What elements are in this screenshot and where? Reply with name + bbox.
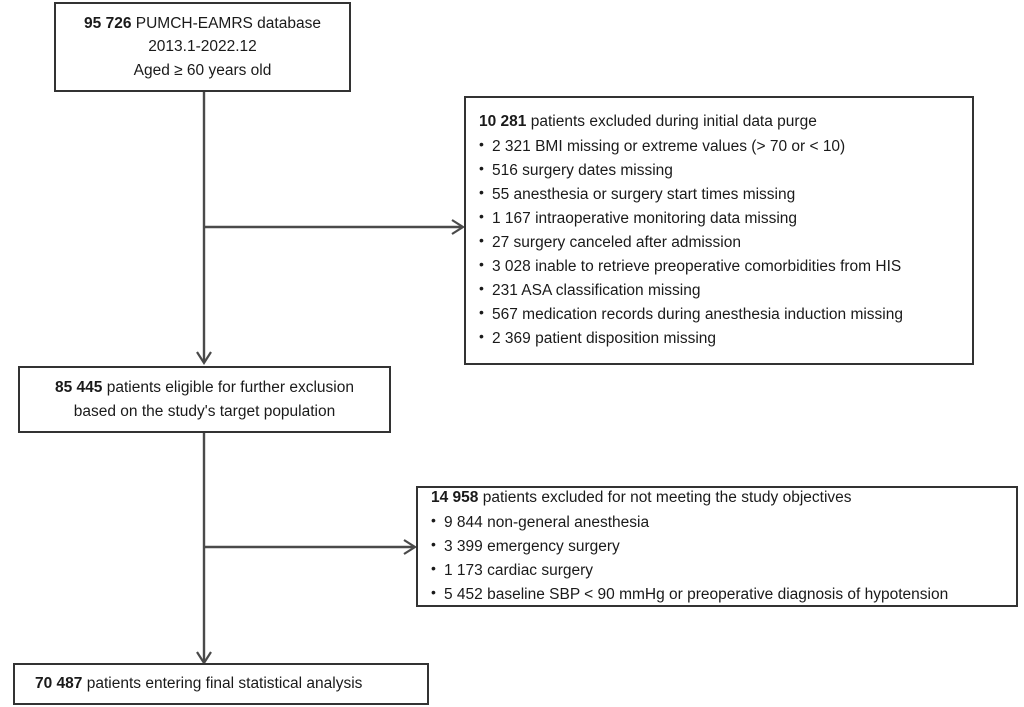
list-item: 1 167 intraoperative monitoring data mis… xyxy=(479,206,972,231)
exclusion-initial-count: 10 281 xyxy=(479,113,527,131)
exclusion-objectives-title: 14 958 patients excluded for not meeting… xyxy=(431,486,1016,510)
node-exclusion-objectives: 14 958 patients excluded for not meeting… xyxy=(416,486,1018,607)
list-item: 231 ASA classification missing xyxy=(479,278,972,303)
source-cohort-line-1: 95 726 PUMCH-EAMRS database xyxy=(84,12,321,36)
exclusion-objectives-bullets: 9 844 non-general anesthesia 3 399 emerg… xyxy=(431,510,1016,607)
source-cohort-line-2: 2013.1-2022.12 xyxy=(148,38,257,56)
list-item: 5 452 baseline SBP < 90 mmHg or preopera… xyxy=(431,582,1016,607)
final-cohort-line-1: 70 487 patients entering final statistic… xyxy=(35,672,427,696)
exclusion-objectives-count: 14 958 xyxy=(431,489,479,507)
list-item: 516 surgery dates missing xyxy=(479,158,972,183)
list-item: 55 anesthesia or surgery start times mis… xyxy=(479,182,972,207)
eligible-cohort-line-2: based on the study's target population xyxy=(73,402,336,420)
source-cohort-count: 95 726 xyxy=(84,14,132,32)
exclusion-initial-title: 10 281 patients excluded during initial … xyxy=(479,110,972,134)
arrowhead-into-objective-exclusion xyxy=(403,539,418,555)
exclusion-initial-label: patients excluded during initial data pu… xyxy=(526,113,817,131)
node-exclusion-initial: 10 281 patients excluded during initial … xyxy=(464,96,974,365)
list-item: 2 321 BMI missing or extreme values (> 7… xyxy=(479,134,972,159)
arrowhead-into-initial-exclusion xyxy=(451,219,466,235)
list-item: 27 surgery canceled after admission xyxy=(479,230,972,255)
source-cohort-label: PUMCH-EAMRS database xyxy=(131,14,321,32)
source-cohort-line-3: Aged ≥ 60 years old xyxy=(133,61,272,79)
list-item: 9 844 non-general anesthesia xyxy=(431,510,1016,535)
arrowhead-into-eligible xyxy=(196,351,212,366)
list-item: 3 399 emergency surgery xyxy=(431,534,1016,559)
exclusion-objectives-label: patients excluded for not meeting the st… xyxy=(478,489,852,507)
list-item: 3 028 inable to retrieve preoperative co… xyxy=(479,254,972,279)
node-source-cohort: 95 726 PUMCH-EAMRS database 2013.1-2022.… xyxy=(54,2,351,92)
list-item: 1 173 cardiac surgery xyxy=(431,558,1016,583)
arrowhead-into-final xyxy=(196,651,212,666)
list-item: 2 369 patient disposition missing xyxy=(479,326,972,351)
eligible-cohort-count: 85 445 xyxy=(54,378,103,396)
node-final-cohort: 70 487 patients entering final statistic… xyxy=(13,663,429,705)
final-cohort-count: 70 487 xyxy=(35,675,83,693)
eligible-cohort-label: patients eligible for further exclusion xyxy=(102,378,354,396)
list-item: 567 medication records during anesthesia… xyxy=(479,302,972,327)
exclusion-initial-bullets: 2 321 BMI missing or extreme values (> 7… xyxy=(479,134,972,351)
final-cohort-label: patients entering final statistical anal… xyxy=(82,675,363,693)
eligible-cohort-line-1: 85 445 patients eligible for further exc… xyxy=(55,376,354,400)
node-eligible-cohort: 85 445 patients eligible for further exc… xyxy=(18,366,391,433)
